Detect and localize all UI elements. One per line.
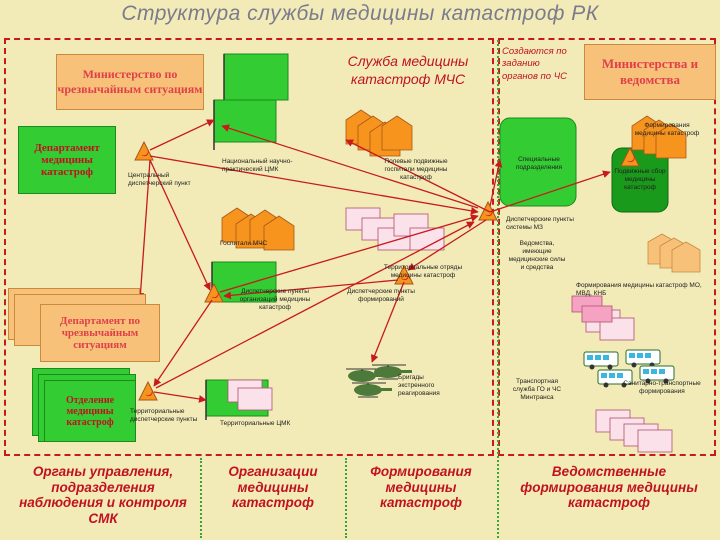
dept-med-box: Департамент медицины катастроф xyxy=(18,126,116,194)
label-terr-units: Территориальные отряды медицины катастро… xyxy=(383,264,463,280)
label-formations-mo: Формирования медицины катастроф МО, МВД,… xyxy=(576,282,702,298)
separator-1 xyxy=(200,458,202,538)
label-terr-dispatch: Территориальные диспетчерские пункты xyxy=(130,408,198,424)
label-transport: Транспортная служба ГО и ЧС Минтранса xyxy=(512,378,562,402)
ministries-box: Министерства и ведомства xyxy=(584,44,716,100)
left-panel xyxy=(4,38,494,456)
page-title: Структура службы медицины катастроф РК xyxy=(121,2,599,25)
label-national-center: Национальный научно-практический ЦМК xyxy=(222,158,293,174)
separator-2 xyxy=(345,458,347,538)
bottom-caption-4: Ведомственные формирования медицины ката… xyxy=(520,464,698,511)
right-panel xyxy=(498,38,716,456)
label-formations-mk: Формирования медицины катастроф xyxy=(634,122,700,138)
bottom-caption-1: Органы управления, подразделения наблюде… xyxy=(19,464,187,526)
label-hospitals-mchs: Госпитали МЧС xyxy=(220,240,268,247)
label-brigades: Бригады экстренного реагирования xyxy=(398,374,440,398)
service-mchs-header: Служба медицины катастроф МЧС xyxy=(347,53,469,88)
label-dispatch-orgs: Диспетчерские пункты организаций медицин… xyxy=(239,288,311,312)
label-terr-cmk: Территориальные ЦМК xyxy=(220,420,291,427)
label-field-hospitals: Полевые подвижные госпитали медицины кат… xyxy=(384,158,448,182)
bottom-caption-3: Формирования медицины катастроф xyxy=(370,464,472,511)
label-spec-units: Специальные подразделения xyxy=(515,156,563,172)
bottom-caption-2: Организации медицины катастроф xyxy=(228,464,318,511)
otdel-box: Отделение медицины катастроф xyxy=(44,380,136,442)
label-dispatch-mz: Диспетчерские пункты системы МЗ xyxy=(506,216,574,232)
dept-es-box: Департамент по чрезвычайным ситуациям xyxy=(40,304,160,362)
label-departments: Ведомства, имеющие медицинские силы и ср… xyxy=(508,240,566,272)
ministry-es-box: Министерство по чрезвычайным ситуациям xyxy=(56,54,204,110)
separator-3 xyxy=(497,40,499,538)
label-mobile-units: Подвижные сбор медицины катастроф xyxy=(614,168,666,192)
created-header: Создаются по заданию органов по ЧС xyxy=(502,46,567,82)
label-sanitary: Санитарно-транспортные формирования xyxy=(623,380,701,396)
label-central-dispatch: Центральный диспетчерский пункт xyxy=(128,172,191,188)
label-dispatch-form: Диспетчерские пункты формирований xyxy=(347,288,415,304)
